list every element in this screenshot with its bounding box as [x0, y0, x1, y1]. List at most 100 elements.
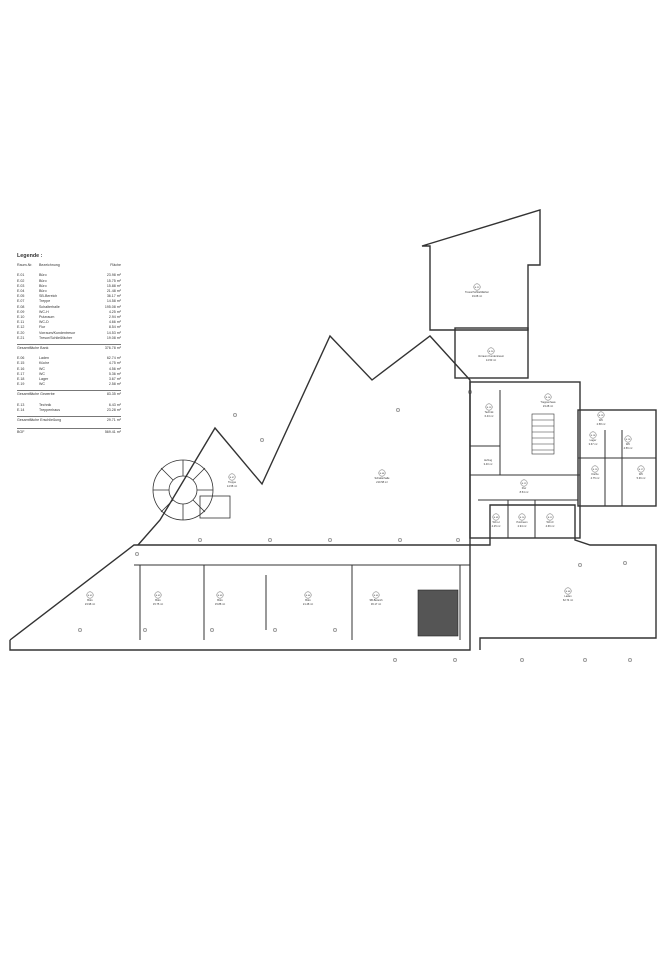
legend-header: Raum-Nr. Bezeichnung Fläche [17, 263, 121, 268]
room-name: Küche [591, 472, 599, 476]
legend-total-area: 376.78 m² [104, 346, 121, 351]
room-code: E.01 [88, 595, 93, 597]
room-number-circle [564, 587, 572, 595]
legend-row-name: Büro [39, 273, 47, 278]
room-code: E.13 [487, 407, 492, 409]
office-partitions [134, 564, 470, 640]
legend-bgf: BGF 569.41 m² [17, 428, 121, 435]
legend-row-code: E.12 [17, 325, 25, 330]
legend-row-area: 14.53 m² [106, 330, 121, 335]
vault-outline [421, 209, 541, 331]
legend-row: E.07 Treppe 14.58 m² [17, 299, 121, 304]
legend-row-name: WC [39, 366, 45, 371]
column [628, 658, 632, 662]
room-name: Treppe [228, 480, 237, 484]
room-area: 14.53 m² [486, 358, 496, 362]
room-code: E.21 [475, 287, 480, 289]
column [143, 628, 147, 632]
legend-row-code: E.07 [17, 299, 25, 304]
room-number-circle [637, 465, 645, 473]
legend-row-code: E.06 [17, 356, 25, 361]
legend-row-area: 15.88 m² [106, 283, 121, 288]
column [268, 538, 272, 542]
room-area: 6.43 m² [485, 414, 494, 418]
legend-row-code: E.03 [17, 283, 25, 288]
room-area: 15.88 m² [215, 602, 225, 606]
room-area: 4.75 m² [591, 476, 600, 480]
legend-row-code: E.11 [17, 320, 25, 325]
room-name: WC [626, 442, 630, 446]
room-area: 15.75 m² [153, 602, 163, 606]
room-area: 5.36 m² [637, 476, 646, 480]
room-name: Treppenhaus [540, 400, 556, 404]
room-code: E.06 [566, 591, 571, 593]
room-number-circle [520, 479, 528, 487]
legend-row-code: E.04 [17, 289, 25, 294]
legend-row-area: 4.56 m² [108, 366, 121, 371]
legend-row-code: E.02 [17, 278, 25, 283]
exterior-walls [9, 209, 657, 651]
legend-row-code: E.09 [17, 309, 25, 314]
legend-bgf-label: BGF [17, 430, 25, 435]
legend-row-code: E.16 [17, 366, 25, 371]
legend-row-area: 4.25 m² [108, 309, 121, 314]
legend-row-area: 14.58 m² [106, 299, 121, 304]
room-number-circle [304, 591, 312, 599]
room-area: 36.17 m² [371, 602, 381, 606]
legend-header-area: Fläche [110, 263, 121, 268]
column [398, 538, 402, 542]
legend-row-code: E.13 [17, 402, 25, 407]
room-number-circle [216, 591, 224, 599]
main-stair [417, 589, 459, 637]
room-name: WC-H [492, 520, 499, 524]
legend-row-name: Tresor/Schließfächer [39, 335, 73, 340]
room-number-circle [378, 469, 386, 477]
legend-header-code: Raum-Nr. [17, 263, 33, 268]
room-area: 3.67 m² [589, 442, 598, 446]
room-code: E.05 [374, 595, 379, 597]
room-area: 2.94 m² [518, 524, 527, 528]
room-code: E.15 [593, 469, 598, 471]
room-number-circle [473, 283, 481, 291]
room-number-circle [518, 513, 526, 521]
room-area: 62.74 m² [563, 598, 573, 602]
column [623, 561, 627, 565]
room-name: Putzraum [516, 520, 527, 524]
room-code: E.11 [548, 517, 553, 519]
room-number-circle [228, 473, 236, 481]
east-block-outline [470, 504, 657, 650]
legend-row-area: 2.58 m² [108, 382, 121, 387]
columns [78, 390, 632, 662]
column [393, 658, 397, 662]
room-number-circle [154, 591, 162, 599]
legend-total-label: Gesamtfläche Gewerbe [17, 392, 55, 397]
room-area: 21.48 m² [303, 602, 313, 606]
legend-row-code: E.05 [17, 294, 25, 299]
room-code: E.10 [520, 517, 525, 519]
room-number-circle [597, 411, 605, 419]
legend-row-area: 19.08 m² [106, 335, 121, 340]
room-area: 23.28 m² [543, 404, 553, 408]
legend-row-name: Treppe [39, 299, 51, 304]
column [135, 552, 139, 556]
column [273, 628, 277, 632]
